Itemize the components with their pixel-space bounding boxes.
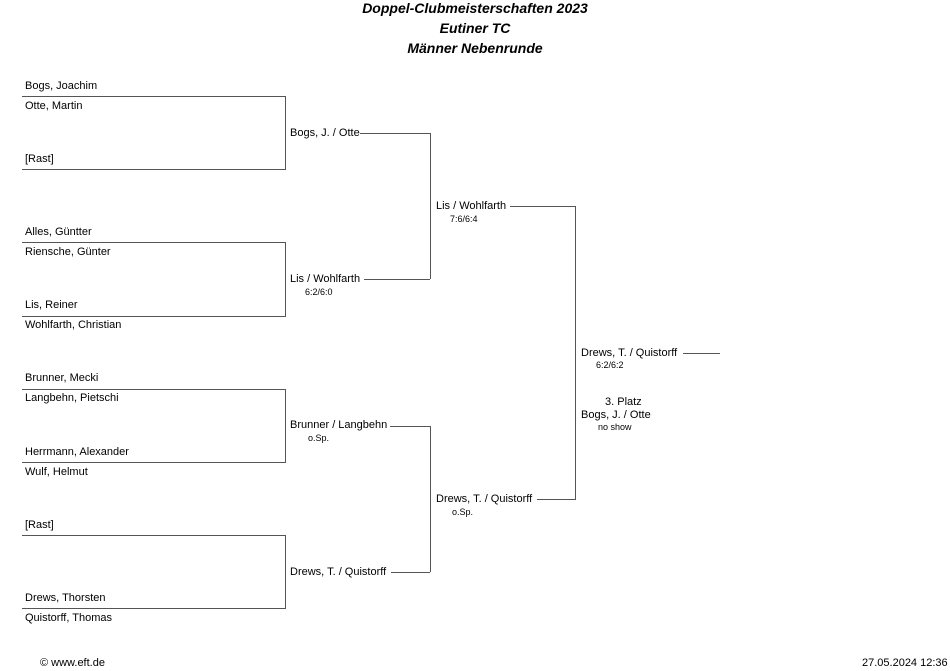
player-name: Langbehn, Pietschi [25, 392, 119, 404]
club-title: Eutiner TC [439, 20, 511, 36]
bracket-line [364, 279, 430, 280]
tournament-winner: Drews, T. / Quistorff [581, 347, 678, 359]
bracket-line [22, 316, 286, 317]
bracket-connector [285, 96, 286, 169]
match-winner: Bogs, J. / Otte [290, 127, 360, 139]
bye-label: [Rast] [25, 153, 54, 165]
third-place-label: 3. Platz [605, 396, 642, 408]
bracket-line [22, 96, 286, 97]
third-place-winner: Bogs, J. / Otte [581, 409, 651, 421]
player-name: Brunner, Mecki [25, 372, 99, 384]
player-name: Lis, Reiner [25, 299, 78, 311]
bracket-line [391, 572, 430, 573]
bracket-line [22, 462, 286, 463]
timestamp: 27.05.2024 12:36 [862, 657, 948, 669]
bracket-connector [285, 535, 286, 608]
copyright-text: © www.eft.de [40, 657, 105, 669]
bracket-line [510, 206, 576, 207]
match-score: o.Sp. [452, 507, 474, 517]
player-name: Herrmann, Alexander [25, 446, 129, 458]
page-title: Doppel-Clubmeisterschaften 2023 [362, 0, 588, 16]
third-place-score: no show [598, 422, 632, 432]
bracket-connector [285, 242, 286, 316]
player-name: Quistorff, Thomas [25, 612, 113, 624]
bracket-line [22, 242, 286, 243]
draw-title: Männer Nebenrunde [407, 40, 543, 56]
bracket-connector [430, 133, 431, 279]
bracket-connector [285, 389, 286, 462]
bracket-line [22, 608, 286, 609]
player-name: Riensche, Günter [25, 246, 111, 258]
player-name: Alles, Güntter [25, 226, 92, 238]
player-name: Drews, Thorsten [25, 592, 106, 604]
match-winner: Drews, T. / Quistorff [436, 493, 533, 505]
bracket-line [22, 535, 286, 536]
bracket-line [537, 499, 576, 500]
bracket-line [683, 353, 720, 354]
bracket-line [22, 389, 286, 390]
match-score: 6:2/6:0 [305, 287, 333, 297]
match-winner: Lis / Wohlfarth [290, 273, 361, 285]
match-winner: Lis / Wohlfarth [436, 200, 507, 212]
bye-label: [Rast] [25, 519, 54, 531]
player-name: Wohlfarth, Christian [25, 319, 122, 331]
player-name: Otte, Martin [25, 100, 83, 112]
bracket-line [22, 169, 286, 170]
match-winner: Drews, T. / Quistorff [290, 566, 387, 578]
bracket-connector [430, 426, 431, 572]
match-score: 7:6/6:4 [450, 214, 478, 224]
match-score: o.Sp. [308, 433, 330, 443]
bracket-connector [575, 206, 576, 499]
player-name: Bogs, Joachim [25, 80, 98, 92]
match-score: 6:2/6:2 [596, 360, 624, 370]
bracket-line [360, 133, 430, 134]
match-winner: Brunner / Langbehn [290, 419, 388, 431]
player-name: Wulf, Helmut [25, 466, 88, 478]
bracket-line [390, 426, 430, 427]
